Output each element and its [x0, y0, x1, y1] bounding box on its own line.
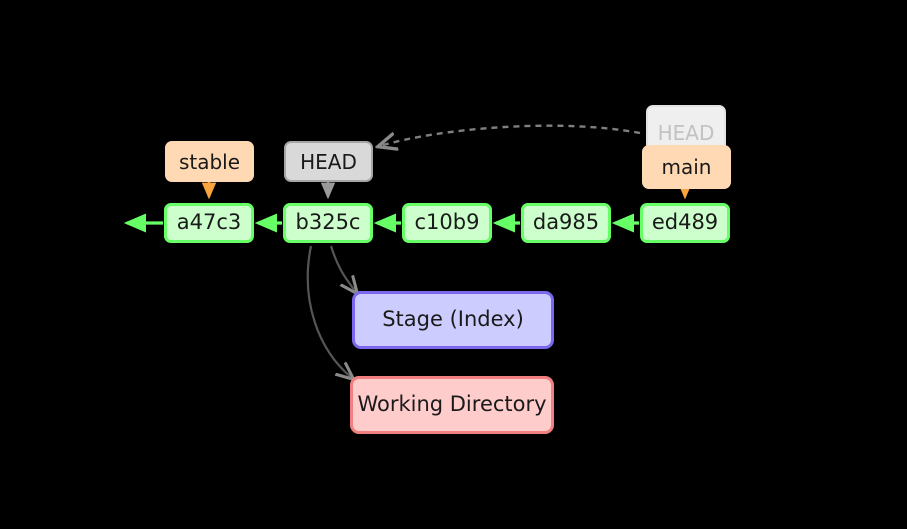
head-ghost-text: HEAD [657, 121, 715, 145]
branch-label-stable-text: stable [178, 149, 241, 174]
commit-node-c10b9[interactable]: c10b9 [402, 203, 492, 243]
commit-node-ed489[interactable]: ed489 [640, 203, 730, 243]
commit-label: c10b9 [414, 210, 480, 235]
branch-label-main-text: main [661, 155, 712, 179]
commit-node-da985[interactable]: da985 [521, 203, 611, 243]
working-directory-label: Working Directory [357, 392, 547, 417]
commit-node-b325c[interactable]: b325c [283, 203, 373, 243]
head-label-active-text: HEAD [300, 149, 357, 174]
branch-label-stable[interactable]: stable [165, 141, 254, 182]
head-move-dashed-link [380, 124, 641, 146]
commit-label: ed489 [651, 210, 719, 235]
head-label-active[interactable]: HEAD [284, 141, 373, 182]
branch-label-main[interactable]: main [642, 145, 731, 189]
stage-index-label: Stage (Index) [382, 307, 524, 332]
stage-index-box[interactable]: Stage (Index) [352, 291, 554, 349]
commit-label: b325c [295, 210, 361, 235]
commit-label: da985 [532, 210, 600, 235]
commit-node-a47c3[interactable]: a47c3 [164, 203, 254, 243]
working-directory-box[interactable]: Working Directory [350, 376, 554, 434]
checkout-links [306, 245, 356, 378]
ref-pointer-links [201, 181, 693, 200]
commit-label: a47c3 [176, 210, 242, 235]
